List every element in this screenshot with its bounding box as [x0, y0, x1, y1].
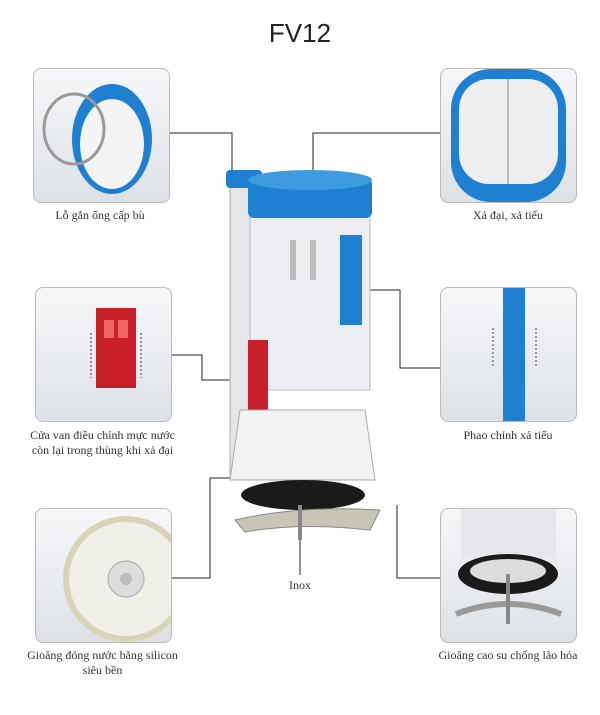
caption-inox: Inox — [289, 578, 311, 592]
panel-adjust-gate — [35, 287, 172, 422]
caption-adjust-gate: Cửa van điều chỉnh mực nước còn lại tron… — [30, 428, 175, 457]
panel-dual-flush — [440, 68, 577, 203]
caption-rubber-gasket: Gioăng cao su chống lão hóa — [438, 648, 578, 662]
caption-float: Phao chỉnh xả tiểu — [463, 428, 553, 442]
caption-refill-hole: Lỗ gắn ống cấp bù — [55, 208, 145, 222]
caption-silicone-seal: Gioăng đóng nước bằng silicon siêu bền — [27, 648, 178, 677]
panel-float — [440, 287, 577, 422]
flush-valve-image — [226, 170, 381, 540]
caption-dual-flush: Xả đại, xả tiểu — [473, 208, 543, 222]
panel-refill-hole — [33, 68, 170, 203]
panel-silicone-seal — [35, 508, 172, 643]
product-title: FV12 — [268, 18, 332, 48]
panel-rubber-gasket — [440, 508, 577, 643]
